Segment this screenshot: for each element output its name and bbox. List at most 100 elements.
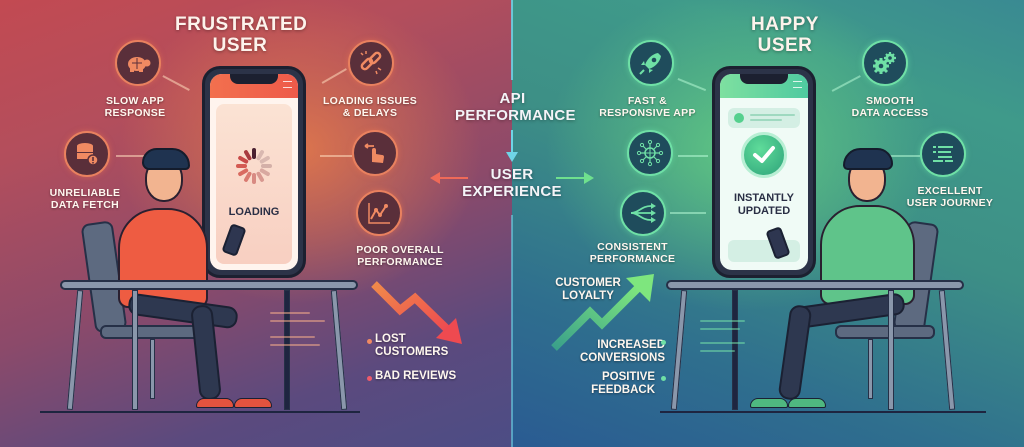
chair-post — [150, 339, 155, 399]
label-line: CONSISTENT — [597, 241, 668, 253]
network-globe-icon — [627, 130, 673, 176]
outcome-increased-conversions: INCREASED CONVERSIONS — [570, 339, 665, 365]
desk-leg — [132, 290, 138, 410]
connector-line — [320, 155, 352, 157]
outcome-line: CUSTOMER — [555, 277, 621, 289]
center-line: PERFORMANCE — [455, 107, 576, 124]
floor-line — [660, 411, 986, 413]
label-line: RESPONSIVE APP — [599, 107, 696, 119]
shoe — [788, 398, 826, 408]
label-line: DATA FETCH — [50, 199, 120, 211]
title-line-1: HAPPY — [751, 14, 819, 35]
outcome-line: CUSTOMERS — [375, 346, 449, 358]
bullet-dot — [367, 376, 372, 381]
phone-notch — [230, 74, 278, 84]
bullet-dot — [661, 340, 666, 345]
down-arrow-icon — [506, 130, 518, 162]
outcome-line: LOST — [375, 333, 406, 345]
desk-leg — [284, 290, 290, 410]
frustrated-user-title: FRUSTRATED USER — [175, 14, 308, 56]
label-line: EXCELLENT — [917, 185, 983, 197]
label-line: POOR OVERALL — [356, 244, 444, 256]
happy-user-title: HAPPY USER — [725, 14, 845, 56]
label-line: SLOW APP — [105, 95, 164, 107]
loading-text: LOADING — [228, 206, 280, 218]
phone-screen: LOADING — [210, 74, 298, 270]
center-line: API — [499, 90, 526, 107]
connector-line — [116, 155, 146, 157]
outcome-positive-feedback: POSITIVE FEEDBACK — [570, 371, 655, 397]
outcome-line: INCREASED — [597, 339, 665, 351]
updated-text: INSTANTLY UPDATED — [720, 192, 808, 218]
left-arrow-icon — [430, 172, 468, 184]
label-line: & DELAYS — [342, 107, 398, 119]
feature-label-poor-performance: POOR OVERALL PERFORMANCE — [345, 244, 455, 268]
up-trend-arrow-icon — [551, 274, 654, 351]
shoe — [750, 398, 788, 408]
user-experience-label: USER EXPERIENCE — [450, 166, 574, 200]
outcome-line: CONVERSIONS — [580, 352, 665, 364]
outcome-line: LOYALTY — [562, 290, 614, 302]
outcome-bad-reviews: BAD REVIEWS — [375, 370, 457, 382]
outcome-line: POSITIVE — [601, 371, 655, 383]
feature-label-loading-issues: LOADING ISSUES & DELAYS — [315, 95, 425, 119]
hair — [843, 148, 893, 170]
feature-label-consistent-performance: CONSISTENT PERFORMANCE — [575, 241, 690, 265]
turtle-icon — [115, 40, 161, 86]
outcome-lost-customers: LOST CUSTOMERS — [375, 333, 448, 359]
desk — [666, 280, 964, 290]
center-divider-top — [511, 0, 513, 80]
phone-screen: INSTANTLY UPDATED — [720, 74, 808, 270]
title-line-2: USER — [212, 35, 268, 56]
desk-leg — [888, 290, 894, 410]
chair-post — [868, 339, 873, 399]
loading-phone: LOADING — [202, 66, 306, 278]
connector-line — [678, 155, 708, 157]
connector-line — [890, 155, 920, 157]
database-warning-icon — [64, 131, 110, 177]
status-dot-icon — [734, 113, 744, 123]
connector-line — [670, 212, 706, 214]
label-line: USER JOURNEY — [906, 197, 994, 209]
title-line-2: USER — [757, 35, 813, 56]
screen-line: INSTANTLY — [734, 192, 794, 204]
menu-icon — [283, 81, 292, 88]
label-line: PERFORMANCE — [589, 253, 676, 265]
desk — [60, 280, 358, 290]
screen-line: UPDATED — [737, 205, 791, 217]
title-line-1: FRUSTRATED — [175, 14, 308, 35]
feature-label-fast-app: FAST & RESPONSIVE APP — [590, 95, 705, 119]
label-line: FAST & — [627, 95, 668, 107]
chair-seat — [835, 325, 935, 339]
floor-line — [40, 411, 360, 413]
outcome-customer-loyalty: CUSTOMER LOYALTY — [548, 277, 628, 303]
label-line: PERFORMANCE — [357, 256, 443, 268]
updated-phone: INSTANTLY UPDATED — [712, 66, 816, 278]
feature-label-unreliable-data: UNRELIABLE DATA FETCH — [40, 187, 130, 211]
text-line — [750, 119, 782, 121]
label-line: DATA ACCESS — [851, 107, 929, 119]
center-line: EXPERIENCE — [462, 183, 562, 200]
chair-seat — [100, 325, 200, 339]
down-trend-arrow-icon — [371, 281, 462, 344]
phone-notch — [740, 74, 788, 84]
bullet-dot — [367, 339, 372, 344]
gears-icon — [862, 40, 908, 86]
flow-arrows-icon — [620, 190, 666, 236]
tap-gesture-icon — [352, 130, 398, 176]
feature-label-smooth-data: SMOOTH DATA ACCESS — [840, 95, 940, 119]
outcome-line: FEEDBACK — [591, 384, 655, 396]
feature-label-excellent-journey: EXCELLENT USER JOURNEY — [895, 185, 1005, 209]
label-line: RESPONSE — [104, 107, 166, 119]
api-performance-label: API PERFORMANCE — [455, 90, 576, 124]
center-line: USER — [490, 166, 534, 183]
menu-icon — [793, 81, 802, 88]
text-line — [750, 114, 795, 116]
center-divider-bottom — [511, 215, 513, 447]
broken-link-icon — [348, 40, 394, 86]
right-arrow-icon — [556, 172, 594, 184]
line-chart-icon — [356, 190, 402, 236]
label-line: LOADING ISSUES — [322, 95, 418, 107]
person-torso — [820, 205, 915, 305]
